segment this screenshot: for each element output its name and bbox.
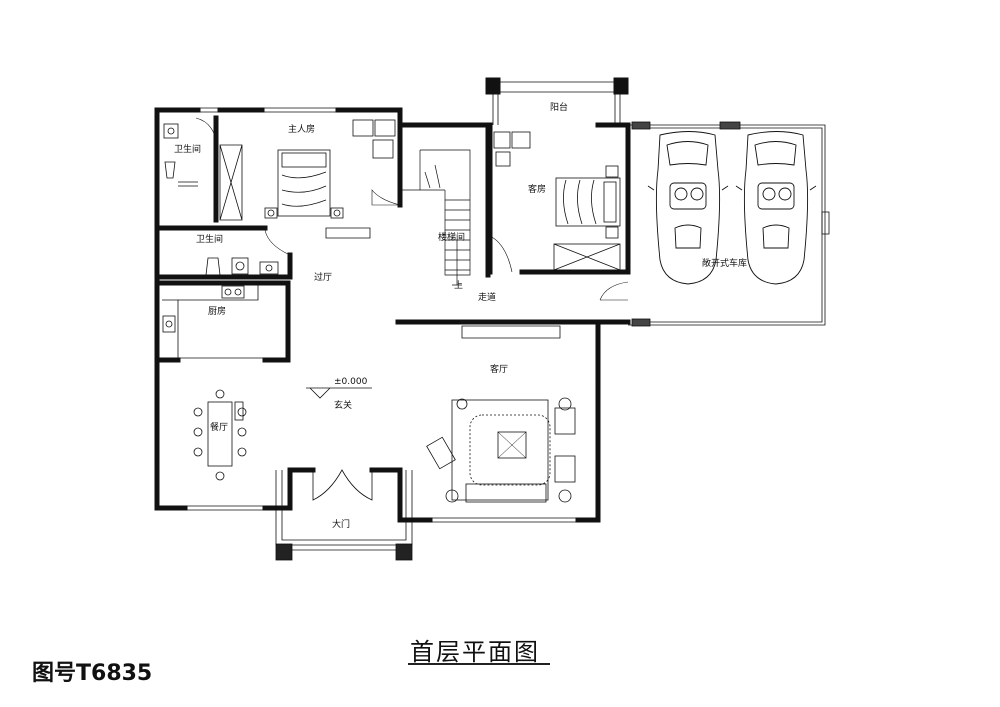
drawing-title-underline [408, 663, 550, 665]
label-kitchen: 厨房 [208, 305, 226, 317]
guest-bed [489, 131, 621, 273]
door-swings [599, 281, 629, 301]
exterior-walls [154, 107, 631, 523]
sofa-set [426, 397, 576, 503]
bathroom-fixtures [205, 229, 291, 276]
label-guest-room: 客房 [528, 183, 546, 195]
bathroom-fixtures [163, 117, 217, 187]
car-icon [647, 131, 729, 285]
window-lines [154, 107, 601, 523]
elevation-symbol [306, 387, 372, 399]
label-living-room: 客厅 [490, 363, 508, 375]
label-bathroom-2: 卫生间 [196, 233, 223, 245]
label-entrance: 玄关 [334, 399, 352, 411]
drawing-title: 首层平面图 [410, 638, 540, 666]
label-main-door: 大门 [332, 518, 350, 530]
label-hall: 过厅 [314, 271, 332, 283]
dining-table [193, 389, 247, 481]
label-garage: 敞开式车库 [702, 257, 747, 269]
label-master-bedroom: 主人房 [288, 123, 315, 135]
drawing-number: 图号T6835 [32, 661, 153, 686]
car-icon [735, 131, 817, 285]
double-bed [219, 119, 401, 221]
main-entrance [275, 469, 413, 561]
label-balcony: 阳台 [550, 101, 568, 113]
label-corridor: 走道 [478, 291, 496, 303]
staircase [400, 149, 471, 286]
balcony [485, 77, 629, 125]
label-stair: 楼梯间 [438, 231, 465, 243]
garage [628, 121, 830, 327]
kitchen-counter [162, 284, 265, 359]
label-stair-up: 上 [454, 280, 463, 291]
label-bathroom-1: 卫生间 [174, 143, 201, 155]
label-dining: 餐厅 [210, 421, 228, 433]
elevation-mark: ±0.000 [334, 377, 368, 387]
